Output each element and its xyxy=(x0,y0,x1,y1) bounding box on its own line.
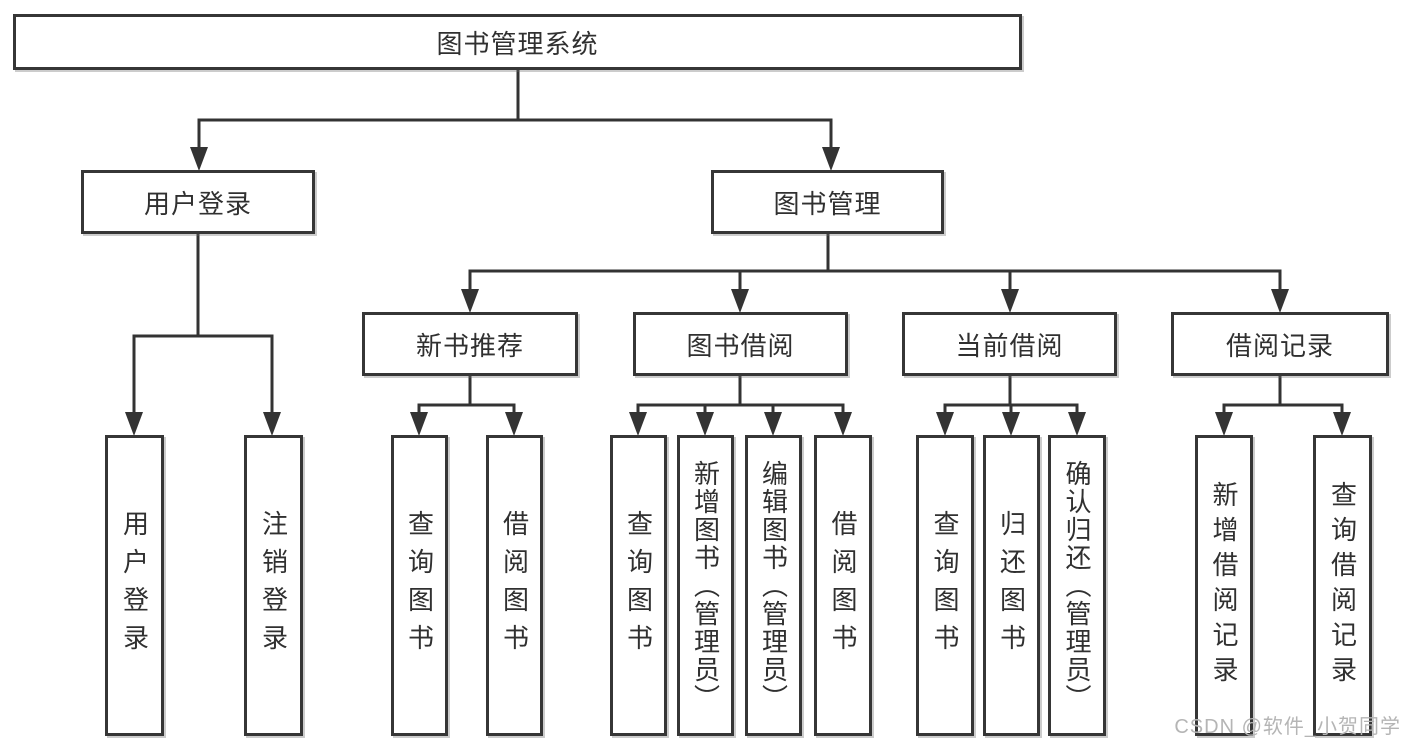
node-label: 查询借阅记录 xyxy=(1327,480,1358,691)
root-fork-line xyxy=(197,68,833,151)
arrowhead xyxy=(731,289,749,313)
node-leaf-confirm-return-admin: 确认归还（管理员） xyxy=(1048,435,1106,736)
node-label: 新增图书（管理员） xyxy=(690,459,721,712)
arrowhead xyxy=(834,412,852,436)
arrowhead xyxy=(125,412,143,436)
node-root-label: 图书管理系统 xyxy=(436,28,599,59)
node-label: 编辑图书（管理员） xyxy=(758,459,789,712)
arrowheads xyxy=(125,147,1351,436)
node-current-borrowing: 当前借阅 xyxy=(902,312,1117,376)
node-label: 图书管理 xyxy=(773,188,882,219)
node-leaf-query-books-2: 查询图书 xyxy=(610,435,667,736)
node-label: 查询图书 xyxy=(404,509,435,662)
arrowhead xyxy=(190,147,208,171)
node-leaf-return-book: 归还图书 xyxy=(983,435,1040,736)
arrowhead xyxy=(410,412,428,436)
arrowhead xyxy=(629,412,647,436)
arrowhead xyxy=(764,412,782,436)
arrowhead xyxy=(461,289,479,313)
node-book-management: 图书管理 xyxy=(711,170,944,234)
node-leaf-add-book-admin: 新增图书（管理员） xyxy=(677,435,734,736)
node-new-book-recommend: 新书推荐 xyxy=(362,312,578,376)
node-label: 归还图书 xyxy=(996,509,1027,662)
node-label: 借阅图书 xyxy=(499,509,530,662)
node-leaf-edit-book-admin: 编辑图书（管理员） xyxy=(745,435,802,736)
node-label: 当前借阅 xyxy=(955,330,1064,361)
node-label: 用户登录 xyxy=(143,188,252,219)
node-label: 注销登录 xyxy=(258,509,289,662)
records-fork-line xyxy=(1222,374,1344,416)
arrowhead xyxy=(696,412,714,436)
node-label: 借阅图书 xyxy=(828,509,858,662)
node-leaf-user-login: 用户登录 xyxy=(105,435,164,736)
arrowhead xyxy=(1271,289,1289,313)
watermark: CSDN @软件_小贺同学 xyxy=(1174,716,1401,738)
node-root: 图书管理系统 xyxy=(13,14,1022,70)
node-label: 借阅记录 xyxy=(1225,330,1334,361)
arrowhead xyxy=(505,412,523,436)
arrowhead xyxy=(1001,289,1019,313)
node-label: 新书推荐 xyxy=(415,330,524,361)
book-borrow-fork-line xyxy=(636,374,845,416)
node-label: 查询图书 xyxy=(623,509,654,662)
arrowhead xyxy=(1068,412,1086,436)
node-leaf-query-books-1: 查询图书 xyxy=(391,435,448,736)
node-user-login-branch: 用户登录 xyxy=(81,170,315,234)
node-leaf-borrow-books-1: 借阅图书 xyxy=(486,435,543,736)
user-login-fork-line xyxy=(132,232,274,415)
node-leaf-logout: 注销登录 xyxy=(244,435,303,736)
node-label: 确认归还（管理员） xyxy=(1062,459,1092,712)
arrowhead xyxy=(1215,412,1233,436)
node-label: 查询图书 xyxy=(930,509,960,662)
book-mgmt-fork-line xyxy=(468,232,1282,293)
node-label: 用户登录 xyxy=(119,509,150,662)
new-rec-fork-line xyxy=(417,374,516,416)
arrowhead xyxy=(1002,412,1020,436)
node-leaf-query-borrow-record: 查询借阅记录 xyxy=(1313,435,1372,736)
node-book-borrowing: 图书借阅 xyxy=(633,312,848,376)
current-borrow-fork-line xyxy=(943,374,1079,416)
node-label: 新增借阅记录 xyxy=(1209,480,1239,691)
node-leaf-query-books-3: 查询图书 xyxy=(916,435,974,736)
node-leaf-add-borrow-record: 新增借阅记录 xyxy=(1195,435,1253,736)
node-label: 图书借阅 xyxy=(686,330,795,361)
node-leaf-borrow-books-2: 借阅图书 xyxy=(814,435,872,736)
arrowhead xyxy=(263,412,281,436)
node-borrow-records: 借阅记录 xyxy=(1171,312,1389,376)
arrowhead xyxy=(822,147,840,171)
arrowhead xyxy=(1333,412,1351,436)
arrowhead xyxy=(936,412,954,436)
